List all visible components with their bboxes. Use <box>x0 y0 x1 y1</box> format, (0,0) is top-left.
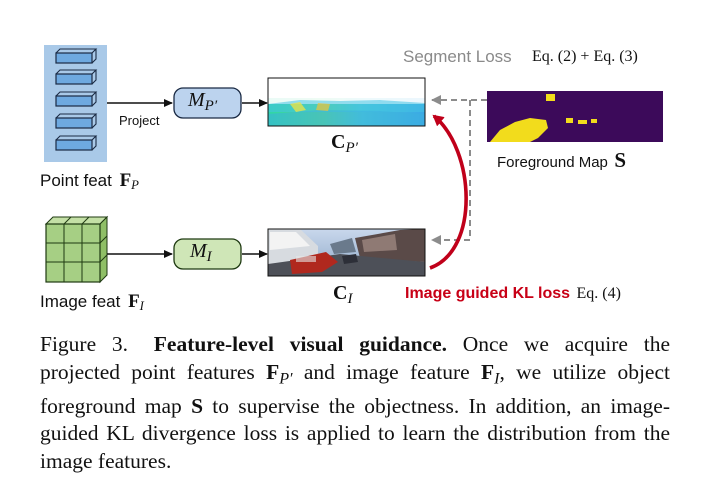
c-point-subscript: P′ <box>345 139 358 156</box>
module-image-label: MI <box>190 240 212 266</box>
module-image-subscript: I <box>206 248 212 265</box>
foreground-dashed-arrow <box>431 100 471 245</box>
figure-caption: Figure 3. Feature-level visual guidance.… <box>40 331 670 475</box>
kl-loss-arrow <box>429 114 468 270</box>
caption-text-1: Once we acquire the projected point feat… <box>40 332 670 384</box>
caption-symbol-fp: F <box>266 359 280 384</box>
module-image-box <box>173 238 242 270</box>
image-feat-subscript: I <box>139 299 144 314</box>
caption-text-3: , we utilize object foreground map <box>40 359 670 418</box>
foreground-map-symbol: S <box>614 148 627 172</box>
module-image-symbol: M <box>190 240 207 262</box>
c-point-symbol: C <box>331 131 346 153</box>
module-point-box <box>173 87 242 119</box>
caption-title: Feature-level visual guidance. <box>153 332 448 356</box>
module-point-label: MP′ <box>188 89 217 115</box>
project-label: Project <box>119 113 160 128</box>
segment-loss-equation: Eq. (2) + Eq. (3) <box>532 48 638 65</box>
figure-number: Figure 3. <box>40 332 129 356</box>
c-image-subscript: I <box>347 290 353 307</box>
c-image-label: CI <box>333 282 352 308</box>
image-feat-label: Image feat <box>40 292 121 311</box>
projected-point-image <box>267 77 426 127</box>
segment-loss-label: Segment Loss <box>403 47 512 66</box>
c-image-symbol: C <box>333 282 348 304</box>
caption-symbol-fi: F <box>480 359 495 384</box>
c-point-label: CP′ <box>331 131 358 157</box>
caption-text-2: and image feature <box>292 359 481 384</box>
street-camera-image <box>267 228 426 277</box>
caption-symbol-s: S <box>191 393 204 418</box>
point-feature-block <box>44 45 107 162</box>
image-feat-caption: Image feat FI <box>40 291 144 314</box>
caption-text-4: to supervise the objectness. In addition… <box>40 393 671 473</box>
kl-loss-label: Image guided KL loss <box>405 285 571 302</box>
point-feat-caption: Point feat FP <box>40 170 139 193</box>
point-feat-symbol: F <box>119 170 132 191</box>
kl-loss-equation: Eq. (4) <box>576 285 621 302</box>
module-point-subscript: P′ <box>204 97 218 114</box>
image-feature-grid <box>44 215 109 284</box>
caption-symbol-fp-sub: P′ <box>279 370 293 387</box>
module-point-symbol: M <box>188 89 205 111</box>
image-feat-symbol: F <box>128 291 140 312</box>
foreground-map <box>487 91 663 142</box>
foreground-map-caption: Foreground Map S <box>497 148 626 173</box>
caption-symbol-fi-sub: I <box>494 370 500 387</box>
point-feat-subscript: P <box>131 178 139 193</box>
kl-loss-caption: Image guided KL loss Eq. (4) <box>405 285 621 303</box>
foreground-map-label: Foreground Map <box>497 154 608 171</box>
figure-diagram <box>44 45 663 284</box>
point-feat-label: Point feat <box>40 171 112 190</box>
